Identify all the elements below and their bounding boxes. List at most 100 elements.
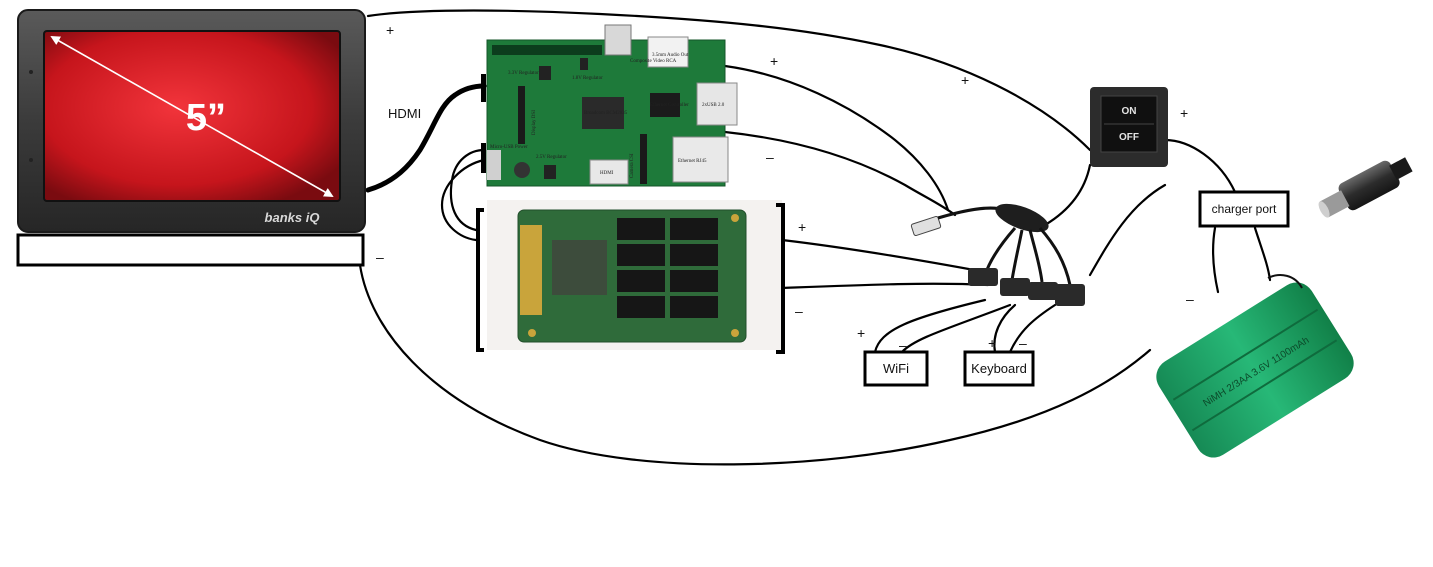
plug-strain-relief <box>1389 157 1413 180</box>
wires <box>358 9 1272 466</box>
sign-keyboard-plus: + <box>988 335 996 351</box>
pi-gpio-header <box>492 45 602 55</box>
charger-plug <box>1318 157 1413 218</box>
wire-monitor-ground-loop <box>358 263 1152 466</box>
monitor-brand-logo: banks iQ <box>265 210 320 225</box>
ssd-left-bracket <box>476 208 484 352</box>
keyboard-label: Keyboard <box>971 361 1027 376</box>
monitor-button-dot <box>29 158 33 162</box>
keyboard-box: Keyboard <box>963 350 1035 387</box>
monitor-stand <box>16 233 365 267</box>
battery-cell-seam <box>1191 339 1338 432</box>
pi-label-audio: 3.5mm Audio Out <box>652 53 689 58</box>
charger-port-label: charger port <box>1212 202 1277 216</box>
hdmi-label: HDMI <box>388 106 421 121</box>
power-switch <box>1090 87 1168 167</box>
wire-charger-to-battery-a <box>1211 226 1220 294</box>
wire-ssd-minus <box>780 282 990 290</box>
pi-audio-jack <box>647 36 689 68</box>
ssd-controller <box>552 240 607 295</box>
wire-monitor-to-switch <box>366 9 1092 152</box>
switch-off-label: OFF <box>1119 132 1139 143</box>
ssd-right-bracket <box>776 203 785 354</box>
ssd-mount-hole <box>528 329 536 337</box>
wire-keyboard-minus <box>1008 303 1057 354</box>
battery-pack: NiMH 2/3AA 3.6V 1100mAh <box>1156 282 1354 458</box>
sign-ssd-plus: + <box>798 219 806 235</box>
ssd-board <box>476 200 785 354</box>
wifi-box: WiFi <box>863 350 929 387</box>
pi-hdmi-port <box>589 159 629 185</box>
wire-switch-to-charger <box>1163 138 1237 194</box>
keyboard-box-frame <box>963 350 1035 387</box>
hub-usb-plug <box>910 215 942 237</box>
sign-monitor-plus: + <box>386 22 394 38</box>
wire-battery-minus <box>1088 183 1167 277</box>
pi-label-ethernet: Ethernet RJ45 <box>678 159 707 164</box>
pi-micro-usb <box>487 150 501 180</box>
pi-ethernet-port <box>672 136 729 183</box>
hub-port-2 <box>1000 278 1030 296</box>
screen-size-label: 5” <box>186 97 226 139</box>
raspberry-pi-board: Composite Video RCA 3.5mm Audio Out 2xUS… <box>486 24 738 187</box>
wire-wifi-minus <box>900 303 1012 354</box>
battery-lead <box>1267 274 1303 289</box>
pi-label-regulator-3: 2.5V Regulator <box>536 155 567 160</box>
plug-tip <box>1318 201 1330 218</box>
ssd-connector <box>520 225 542 315</box>
wifi-label: WiFi <box>883 361 909 376</box>
sign-monitor-minus: – <box>376 249 384 265</box>
diagonal-arrow <box>50 36 334 197</box>
pi-label-composite: Composite Video RCA <box>630 59 677 64</box>
charger-port-frame <box>1198 190 1290 228</box>
battery-body <box>1156 282 1354 458</box>
pi-label-power: Micro-USB Power <box>490 145 528 150</box>
pi-label-soc: Broadcom BCM2835 <box>584 111 628 116</box>
pi-label-hdmi: HDMI <box>600 171 614 176</box>
monitor-button-dot <box>29 70 33 74</box>
charger-port-box: charger port <box>1198 190 1290 228</box>
pi-label-regulator-2: 1.8V Regulator <box>572 76 603 81</box>
pi-camera-connector <box>640 134 647 184</box>
wire-switch-to-hub <box>1043 163 1092 227</box>
wire-wifi-plus <box>873 298 987 354</box>
pi-composite-jack <box>604 24 632 56</box>
wire-pi-power-loop-2 <box>440 158 486 242</box>
switch-on-label: ON <box>1122 106 1137 117</box>
pi-power-plug <box>481 143 486 173</box>
hdmi-plug <box>481 74 486 102</box>
wire-hdmi <box>365 83 487 193</box>
pi-label-camera: Camera CSI <box>630 153 635 178</box>
sign-switch-in-plus: + <box>961 72 969 88</box>
sign-pi-plus: + <box>770 53 778 69</box>
ssd-mount-hole <box>731 214 739 222</box>
pi-regulator <box>544 165 556 179</box>
pi-soc-chip <box>582 97 624 129</box>
hub-port-3 <box>1028 282 1058 300</box>
pi-label-usb: 2xUSB 2.0 <box>702 103 725 108</box>
sign-keyboard-minus: – <box>1019 335 1027 351</box>
sign-ssd-minus: – <box>795 303 803 319</box>
pi-label-ethernet-controller: Ethernet Controller <box>650 103 689 108</box>
hub-body <box>995 203 1049 233</box>
sign-wifi-minus: – <box>899 337 907 353</box>
pi-regulator <box>580 58 588 70</box>
wire-ssd-plus <box>780 238 987 274</box>
sign-battery-minus: – <box>1186 291 1194 307</box>
wire-charger-to-battery-b <box>1253 226 1272 282</box>
pi-label-regulator-1: 3.3V Regulator <box>508 71 539 76</box>
ssd-mount-hole <box>731 329 739 337</box>
pi-display-connector <box>518 86 525 144</box>
monitor <box>16 9 366 267</box>
usb-hub <box>910 203 1085 306</box>
pi-label-display: Display DSI <box>532 110 537 135</box>
battery-cell-seam <box>1172 308 1319 401</box>
wire-pi-plus-to-hub <box>723 64 950 212</box>
pi-ethernet-controller <box>650 93 680 117</box>
wire-pi-minus-to-hub <box>723 130 957 217</box>
hub-port-4 <box>1055 284 1085 306</box>
pi-capacitor <box>514 162 530 178</box>
wire-keyboard-plus <box>993 303 1017 354</box>
sign-pi-minus: – <box>766 149 774 165</box>
